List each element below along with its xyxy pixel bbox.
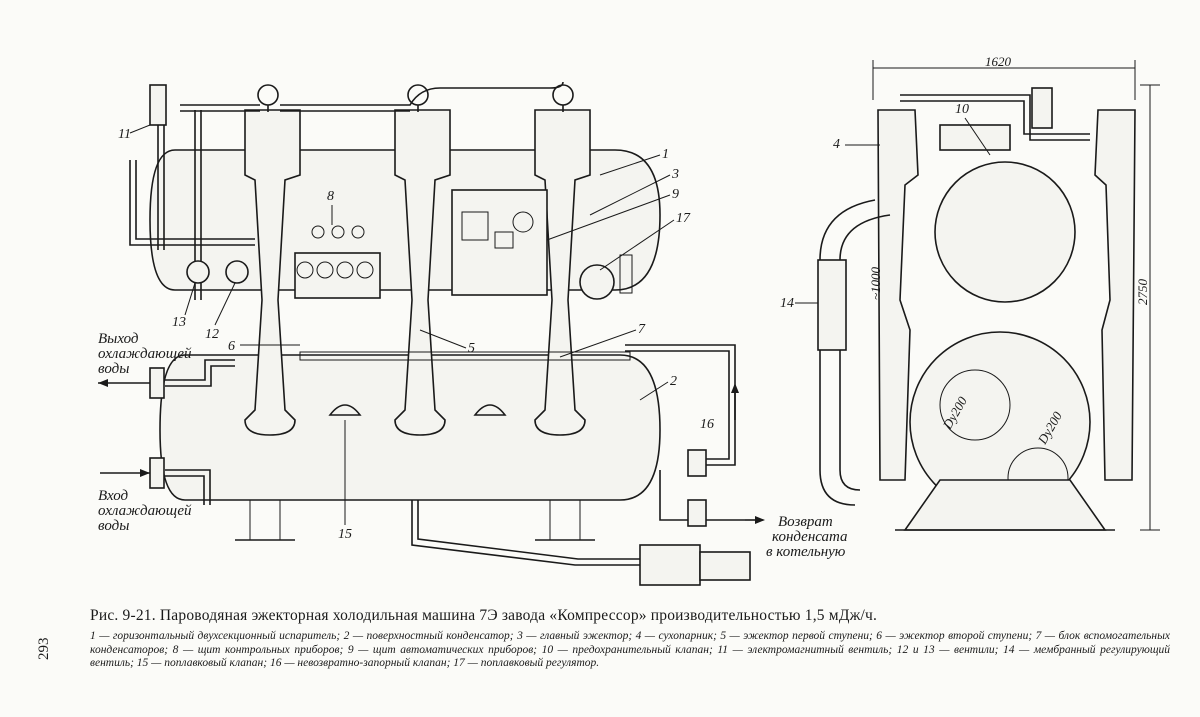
side-view <box>817 60 1160 531</box>
outlet-water-line2: охлаждающей <box>98 346 192 362</box>
callout-5: 5 <box>468 341 475 356</box>
callout-6: 6 <box>228 339 235 354</box>
inlet-water-line2: охлаждающей <box>98 503 192 519</box>
callout-15: 15 <box>338 527 352 542</box>
dimension-1000: ~1000 <box>868 266 883 300</box>
technical-drawing: Выход охлаждающей воды Вход охлаждающей … <box>98 54 1160 586</box>
page-number: 293 <box>36 637 52 661</box>
inlet-water-line3: воды <box>98 518 129 534</box>
condensate-return-line2: конденсата <box>772 529 848 545</box>
callout-7: 7 <box>638 322 646 337</box>
outlet-water-line1: Выход <box>98 331 139 347</box>
caption-legend: 1 — горизонтальный двухсекционный испари… <box>90 630 1170 669</box>
caption-title: Рис. 9-21. Пароводяная эжекторная холоди… <box>90 607 878 624</box>
callout-1: 1 <box>662 147 669 162</box>
inlet-water-line1: Вход <box>98 488 129 504</box>
dimension-2750: 2750 <box>1135 279 1150 306</box>
callout-10: 10 <box>955 102 969 117</box>
callout-16: 16 <box>700 417 714 432</box>
condensate-return-line3: в котельную <box>766 544 846 560</box>
callout-12: 12 <box>205 327 219 342</box>
callout-11: 11 <box>118 127 131 142</box>
outlet-water-line3: воды <box>98 361 129 377</box>
dimension-1620: 1620 <box>985 54 1012 69</box>
callout-13: 13 <box>172 315 186 330</box>
callout-17: 17 <box>676 211 691 226</box>
figure-caption: Рис. 9-21. Пароводяная эжекторная холоди… <box>90 606 1170 671</box>
callout-9: 9 <box>672 187 679 202</box>
front-view <box>98 81 765 586</box>
callout-8: 8 <box>327 189 334 204</box>
callout-4: 4 <box>833 137 840 152</box>
callout-14: 14 <box>780 296 794 311</box>
condensate-return-line1: Возврат <box>778 514 833 530</box>
callout-2: 2 <box>670 374 677 389</box>
callout-3: 3 <box>671 167 679 182</box>
